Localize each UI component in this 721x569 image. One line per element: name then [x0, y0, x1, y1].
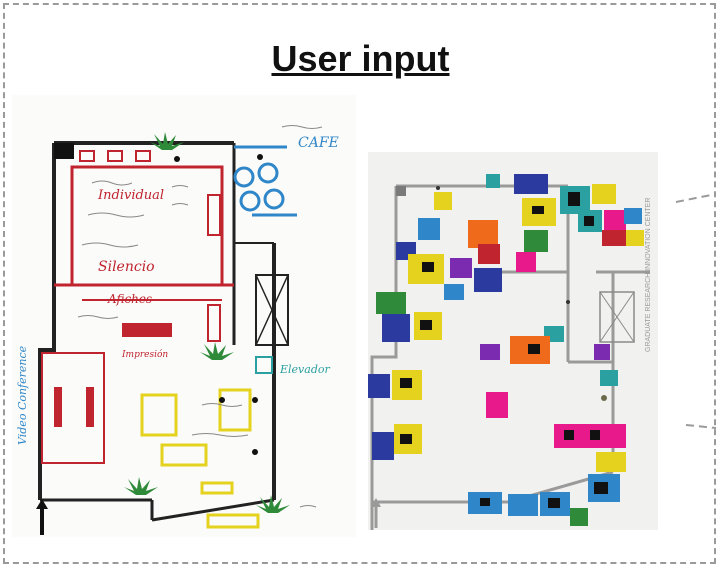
sketch-desk [107, 150, 123, 162]
sticky-note [418, 218, 440, 240]
sticky-note [372, 432, 394, 460]
sketch-table-yellow [218, 388, 252, 432]
sticky-note [368, 374, 390, 398]
sketch-plant [150, 132, 184, 150]
sketch-desk [207, 304, 221, 342]
sketch-drawing: Individual Silencio Afiches Impresión CA… [16, 125, 339, 535]
sketch-table [86, 387, 94, 427]
sticky-note [486, 392, 508, 418]
sticky-note [514, 174, 548, 194]
sticky-note [444, 284, 464, 300]
sketch-scribble [77, 125, 323, 508]
dashed-frame [3, 3, 716, 564]
photo-elevator [599, 291, 635, 343]
sticky-note [450, 258, 472, 278]
sketch-plant [200, 342, 234, 360]
sticky-note [516, 252, 536, 272]
sticky-note [508, 494, 538, 516]
sticky-note [570, 508, 588, 526]
photo-elevator-line [599, 291, 635, 343]
sketch-entrance-arrow [36, 499, 48, 509]
sketch-cafe-table [263, 188, 285, 210]
sketch-plant [256, 495, 290, 513]
sketch-desk [79, 150, 95, 162]
sticky-note [376, 292, 406, 314]
sketch-table [122, 323, 172, 337]
sticky-note [594, 344, 610, 360]
sketch-elevator [255, 274, 289, 346]
photo-drawing: GRADUATE RESEARCH INNOVATION CENTER [368, 174, 652, 530]
sticky-note [604, 210, 626, 230]
sketch-plant [124, 477, 158, 495]
sticky-note [626, 230, 644, 246]
sketch-desk [207, 194, 221, 236]
photo-entrance-arrow [371, 498, 381, 507]
sketch-table-yellow [200, 481, 234, 495]
label-silencio: Silencio [98, 259, 155, 275]
sketch-cafe-table [239, 190, 261, 212]
photo-column [436, 186, 440, 190]
sketch-table [54, 387, 62, 427]
label-impresion: Impresión [121, 349, 168, 360]
sketch-column [174, 156, 180, 162]
sketch-column [252, 397, 258, 403]
photo-watermark: GRADUATE RESEARCH INNOVATION CENTER [645, 198, 652, 352]
sticky-note [382, 314, 410, 342]
label-elevador: Elevador [279, 363, 330, 376]
page-title: User input [271, 38, 450, 79]
sticky-note [478, 244, 500, 264]
sticky-note [596, 452, 626, 472]
photo-corner [396, 186, 406, 196]
sketch-desk [135, 150, 151, 162]
photo-column [566, 300, 570, 304]
sketch-wall [38, 143, 56, 500]
photo-furniture [400, 192, 608, 508]
label-afiches: Afiches [107, 292, 152, 306]
sticky-note [486, 174, 500, 188]
label-individual: Individual [97, 188, 164, 203]
sticky-notes [368, 174, 644, 526]
sketch-cafe-table [233, 166, 255, 188]
sketch-elevator-small [255, 356, 273, 374]
sketch-table-yellow [140, 393, 178, 437]
sticky-note [434, 192, 452, 210]
sketch-column [252, 449, 258, 455]
label-video-conference: Video Conference [16, 345, 29, 445]
sticky-note [468, 220, 498, 248]
sketch-wall [151, 498, 275, 522]
sketch-column [257, 154, 263, 160]
sticky-note [602, 230, 628, 246]
sticky-note [624, 208, 642, 224]
sketch-room-video [41, 352, 105, 464]
sketch-floor-plan: Individual Silencio Afiches Impresión CA… [12, 95, 356, 537]
photo-column [601, 395, 607, 401]
photo-floor-plan: GRADUATE RESEARCH INNOVATION CENTER [368, 152, 658, 530]
sticky-note [474, 268, 502, 292]
sticky-note [592, 184, 616, 204]
sketch-corner [54, 143, 74, 159]
sketch-table-yellow [160, 443, 208, 467]
label-cafe: CAFE [298, 135, 339, 151]
sticky-note [524, 230, 548, 252]
sketch-table-yellow [206, 513, 260, 529]
sketch-elevator-line [255, 274, 289, 346]
sketch-column [219, 397, 225, 403]
sketch-cafe-table [257, 162, 279, 184]
sticky-note [600, 370, 618, 386]
sticky-note [480, 344, 500, 360]
